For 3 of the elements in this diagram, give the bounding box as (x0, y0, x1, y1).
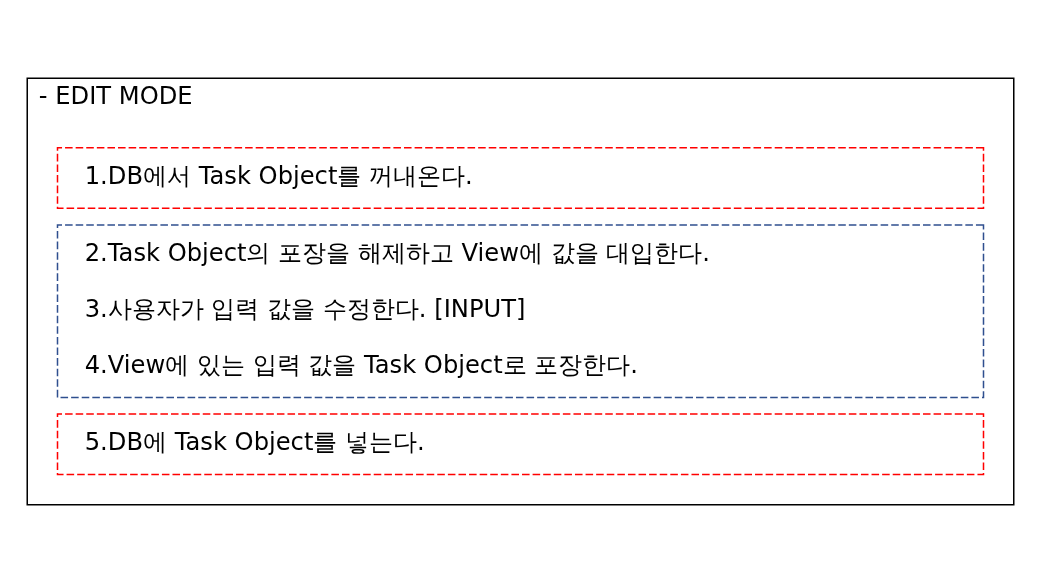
node-box: 5.DB에 Task Object를 넣는다. (56, 412, 985, 475)
node-box: 2.Task Object의 포장을 해제하고 View에 값을 대입한다. 3.사용자가 입력 값을 수정한다. [INPUT] 4.View에 있는 입력 값을 Task Object로 포장한다. (56, 223, 985, 398)
node-box: 1.DB에서 Task Object를 꺼내온다. (56, 146, 985, 209)
